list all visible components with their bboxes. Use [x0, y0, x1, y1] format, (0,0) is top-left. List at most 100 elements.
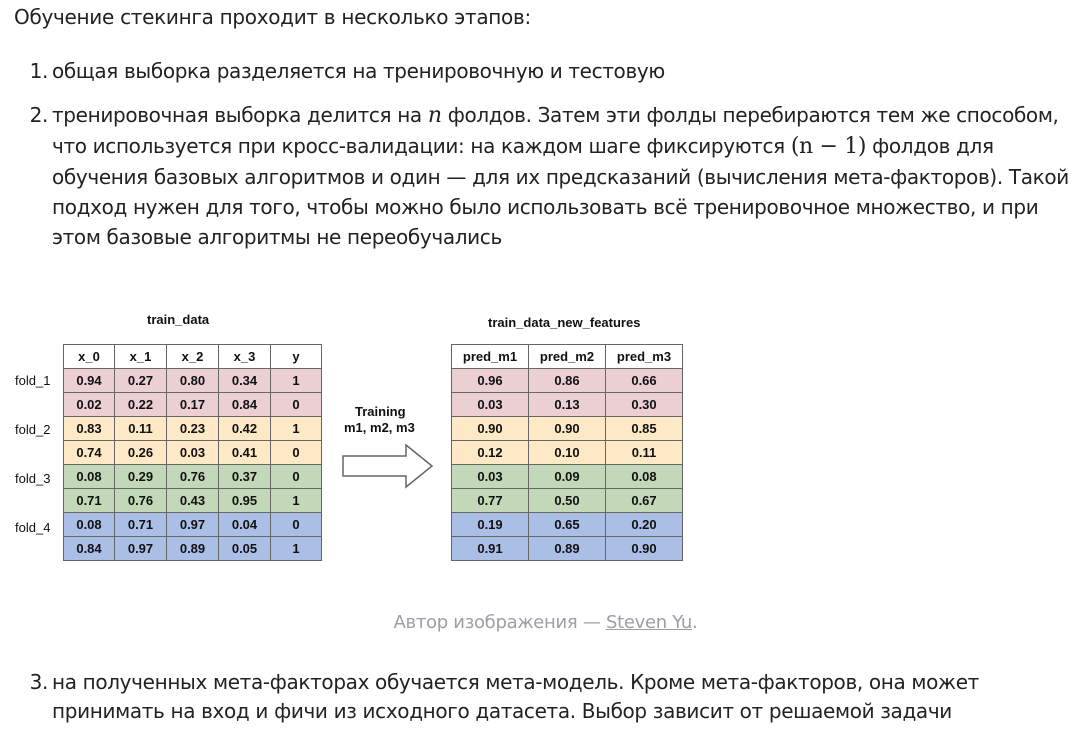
table-cell: 0.84	[218, 392, 271, 417]
table-cell: 0	[270, 392, 322, 417]
table-cell: 1	[270, 488, 322, 513]
table-cell: 0.85	[605, 416, 683, 441]
column-header: y	[270, 344, 322, 369]
table-cell: 0	[270, 440, 322, 465]
column-header: pred_m1	[451, 344, 529, 369]
table-cell: 0.97	[166, 512, 219, 537]
table-cell: 0	[270, 512, 322, 537]
table-cell: 1	[270, 416, 322, 441]
table-cell: 0.50	[528, 488, 606, 513]
table-cell: 0.37	[218, 464, 271, 489]
steps-list: 1. общая выборка разделяется на трениров…	[14, 58, 1089, 252]
fold-label: fold_4	[15, 520, 51, 535]
column-header: x_2	[166, 344, 219, 369]
table-cell: 0.12	[451, 440, 529, 465]
step-text-part: фолдов. Затем эти фолды перебираются тем…	[52, 103, 1059, 158]
table-cell: 0.08	[63, 512, 115, 537]
table-cell: 0.89	[528, 536, 606, 561]
table-cell: 0.42	[218, 416, 271, 441]
table-cell: 0.83	[63, 416, 115, 441]
table-cell: 0.90	[528, 416, 606, 441]
table-cell: 0.95	[218, 488, 271, 513]
step-number: 3.	[29, 670, 49, 694]
column-header: x_1	[114, 344, 167, 369]
step-number: 1.	[29, 59, 49, 83]
table-cell: 0.67	[605, 488, 683, 513]
fold-label: fold_3	[15, 471, 51, 486]
table-cell: 0.08	[63, 464, 115, 489]
table-cell: 0.94	[63, 368, 115, 393]
step-text: общая выборка разделяется на тренировочн…	[52, 59, 665, 83]
table-cell: 0.34	[218, 368, 271, 393]
table-cell: 0.22	[114, 392, 167, 417]
step-3: 3. на полученных мета-факторах обучается…	[14, 668, 1089, 726]
table-cell: 0.23	[166, 416, 219, 441]
fold-label: fold_2	[15, 422, 51, 437]
caption-text: Автор изображения —	[393, 612, 606, 633]
fold-label: fold_1	[15, 373, 51, 388]
table-cell: 0.26	[114, 440, 167, 465]
table-cell: 0.09	[528, 464, 606, 489]
right-arrow-icon	[342, 443, 434, 489]
table-cell: 0.43	[166, 488, 219, 513]
table-cell: 0.17	[166, 392, 219, 417]
table-cell: 0.13	[528, 392, 606, 417]
table-cell: 0.03	[451, 464, 529, 489]
table-cell: 0.66	[605, 368, 683, 393]
table-cell: 0.84	[63, 536, 115, 561]
intro-text: Обучение стекинга проходит в несколько э…	[14, 5, 531, 29]
step-number: 2.	[29, 103, 49, 127]
table-cell: 0.11	[114, 416, 167, 441]
step-text-part: тренировочная выборка делится на	[52, 103, 422, 127]
table-cell: 0.05	[218, 536, 271, 561]
math-formula: (n − 1)	[790, 134, 867, 159]
table-cell: 0.11	[605, 440, 683, 465]
table-cell: 0.91	[451, 536, 529, 561]
table-cell: 0.97	[114, 536, 167, 561]
step-2: 2. тренировочная выборка делится на n фо…	[14, 100, 1089, 252]
table-cell: 0.65	[528, 512, 606, 537]
table-cell: 0.20	[605, 512, 683, 537]
step-text: тренировочная выборка делится на n фолдо…	[52, 100, 1089, 252]
table-cell: 0.86	[528, 368, 606, 393]
figure-caption: Автор изображения — Steven Yu.	[0, 612, 1091, 633]
table-cell: 0.04	[218, 512, 271, 537]
table-cell: 0.27	[114, 368, 167, 393]
table-cell: 0.76	[166, 464, 219, 489]
table-cell: 0.08	[605, 464, 683, 489]
table-cell: 0.02	[63, 392, 115, 417]
arrow-label-models: m1, m2, m3	[344, 420, 415, 435]
table-cell: 0.19	[451, 512, 529, 537]
author-link[interactable]: Steven Yu	[605, 612, 693, 633]
table-cell: 0.03	[166, 440, 219, 465]
table-cell: 0.10	[528, 440, 606, 465]
table-cell: 0	[270, 464, 322, 489]
table-cell: 0.89	[166, 536, 219, 561]
column-header: x_0	[63, 344, 115, 369]
math-n: n	[427, 103, 442, 128]
caption-text: .	[692, 612, 698, 633]
table-cell: 0.74	[63, 440, 115, 465]
table-cell: 0.77	[451, 488, 529, 513]
table-cell: 0.71	[114, 512, 167, 537]
table-cell: 0.30	[605, 392, 683, 417]
table-cell: 0.90	[451, 416, 529, 441]
